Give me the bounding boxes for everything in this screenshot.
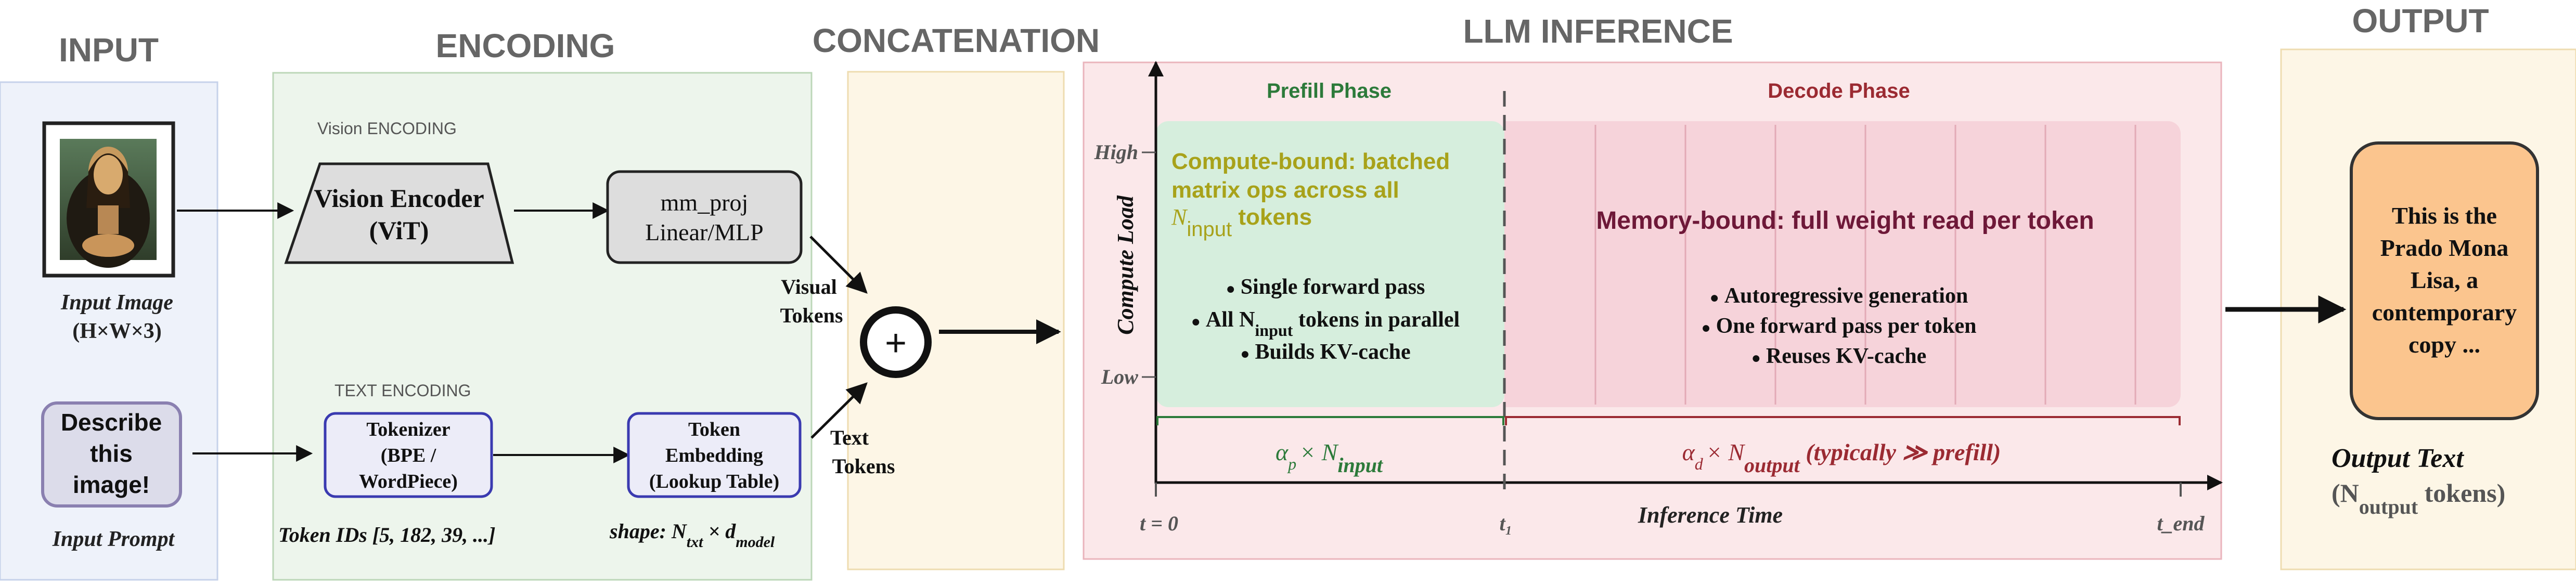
y-tick-low: Low	[1101, 365, 1138, 388]
output-line-3: Lisa, a	[2411, 267, 2478, 293]
y-tick-high: High	[1094, 140, 1138, 164]
output-line-5: copy ...	[2408, 331, 2480, 358]
vision-encoder-subtitle: (ViT)	[369, 216, 429, 245]
arrow-visual-tokens	[809, 236, 868, 294]
decode-phase-title: Decode Phase	[1768, 80, 1910, 102]
visual-tokens-label: Visual	[781, 275, 836, 298]
svg-text:●All Ninput tokens in parallel: ●All Ninput tokens in parallel	[1191, 308, 1460, 340]
input-image-shape: (H×W×3)	[72, 319, 162, 343]
decode-token-dividers	[1594, 125, 2136, 405]
time-tick-t1: t₁	[1499, 512, 1512, 535]
output-caption: Output Text	[2332, 444, 2464, 473]
mm-proj-subtitle: Linear/MLP	[645, 219, 763, 245]
input-image-caption: Input Image	[60, 291, 173, 315]
time-tick-end: t_end	[2157, 512, 2205, 535]
prefill-heading-line-1: Compute-bound: batched	[1171, 149, 1450, 174]
input-prompt-box: Describe this image!	[41, 401, 182, 508]
vision-encoding-label: Vision ENCODING	[317, 119, 457, 138]
prefill-duration-bracket	[1156, 416, 1504, 425]
decode-heading: Memory-bound: full weight read per token	[1596, 207, 2094, 235]
vision-encoder-box: Vision Encoder (ViT)	[284, 162, 514, 264]
text-tokens-label-2: Tokens	[832, 454, 895, 478]
arrow-text-tokens	[810, 382, 868, 439]
section-title-llm-inference: LLM INFERENCE	[1463, 12, 1733, 50]
svg-text:●Autoregressive generation: ●Autoregressive generation	[1710, 284, 1968, 308]
mm-proj-box: mm_proj Linear/MLP	[606, 170, 803, 264]
prefill-cost-formula: αp× Ninput	[1276, 439, 1384, 477]
visual-tokens-label-2: Tokens	[780, 304, 843, 327]
embedding-line-1: Token	[688, 419, 740, 440]
tokenizer-line-2: (BPE /	[381, 445, 436, 466]
section-title-input: INPUT	[59, 31, 159, 69]
prefill-heading-line-2: matrix ops across all	[1171, 177, 1399, 203]
svg-text:●Reuses KV-cache: ●Reuses KV-cache	[1751, 344, 1926, 368]
svg-text:●Builds KV-cache: ●Builds KV-cache	[1240, 340, 1410, 364]
prompt-line-1: Describe	[61, 409, 162, 436]
prefill-bullets: ●Single forward pass ●All Ninput tokens …	[1191, 275, 1460, 364]
section-title-encoding: ENCODING	[436, 27, 615, 64]
tokenizer-line-3: WordPiece)	[359, 471, 458, 492]
y-axis-label: Compute Load	[1113, 195, 1138, 335]
input-image-thumbnail	[42, 121, 175, 278]
output-text-box: This is the Prado Mona Lisa, a contempor…	[2350, 141, 2539, 420]
decode-region	[1504, 121, 2181, 407]
prefill-phase-title: Prefill Phase	[1267, 80, 1392, 102]
output-line-1: This is the	[2392, 202, 2497, 229]
concat-plus-node: +	[860, 306, 932, 378]
token-embedding-box: Token Embedding (Lookup Table)	[627, 412, 802, 498]
output-line-4: contemporary	[2372, 299, 2517, 326]
svg-text:●One forward pass per token: ●One forward pass per token	[1701, 314, 1976, 338]
prompt-line-2: this	[90, 440, 133, 467]
section-title-output: OUTPUT	[2352, 2, 2489, 40]
x-axis-label: Inference Time	[1638, 502, 1783, 528]
decode-cost-formula: αd× Noutput (typically ≫ prefill)	[1682, 439, 2001, 477]
decode-bullets: ●Autoregressive generation ●One forward …	[1701, 284, 1976, 368]
mm-proj-title: mm_proj	[661, 189, 749, 216]
svg-text:●Single forward pass: ●Single forward pass	[1226, 275, 1425, 299]
text-encoding-label: TEXT ENCODING	[334, 381, 471, 400]
encoding-panel	[272, 72, 813, 581]
embedding-line-3: (Lookup Table)	[649, 471, 779, 492]
section-title-concatenation: CONCATENATION	[813, 22, 1100, 59]
input-prompt-caption: Input Prompt	[52, 527, 175, 551]
prefill-region	[1156, 121, 1504, 407]
token-ids-caption: Token IDs [5, 182, 39, ...]	[278, 523, 495, 547]
vision-encoder-title: Vision Encoder	[314, 184, 484, 213]
tokenizer-box: Tokenizer (BPE / WordPiece)	[324, 412, 493, 498]
embedding-line-2: Embedding	[665, 445, 763, 466]
decode-duration-bracket	[1505, 416, 2181, 425]
embedding-shape-caption: shape: Ntxt × dmodel	[609, 519, 775, 551]
prompt-line-3: image!	[73, 471, 150, 498]
tokenizer-line-1: Tokenizer	[366, 419, 450, 440]
time-tick-zero: t = 0	[1140, 512, 1178, 535]
plus-icon: +	[885, 322, 907, 364]
output-token-count: (Noutput tokens)	[2332, 478, 2505, 518]
output-line-2: Prado Mona	[2380, 235, 2509, 261]
prefill-heading-line-3: Ninput tokens	[1171, 204, 1312, 241]
text-tokens-label: Text	[830, 426, 869, 449]
